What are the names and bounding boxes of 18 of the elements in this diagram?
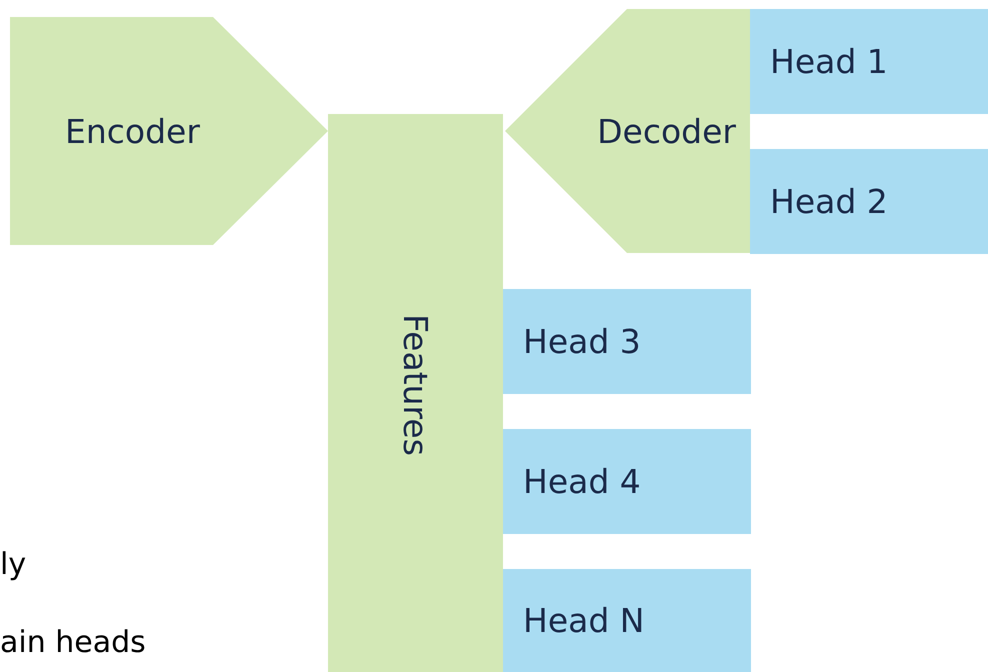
features-bar xyxy=(328,114,503,672)
node-label: Head 2 xyxy=(770,185,888,218)
node-label: Head N xyxy=(523,604,644,637)
node-label: Head 4 xyxy=(523,465,641,498)
decoder-arrow-shape xyxy=(505,9,750,253)
head-box xyxy=(503,429,751,534)
head-box xyxy=(750,9,988,114)
head-box xyxy=(503,289,751,394)
head-box xyxy=(503,569,751,672)
node-label: Head 3 xyxy=(523,325,641,358)
node-label: Features xyxy=(399,314,432,456)
text-fragment: ly xyxy=(0,550,26,580)
head-box xyxy=(750,149,988,254)
encoder-arrow-shape xyxy=(10,17,328,245)
node-label: Encoder xyxy=(65,114,200,148)
node-label: Decoder xyxy=(597,114,736,148)
text-fragment: ain heads xyxy=(0,628,146,658)
node-label: Head 1 xyxy=(770,45,888,78)
